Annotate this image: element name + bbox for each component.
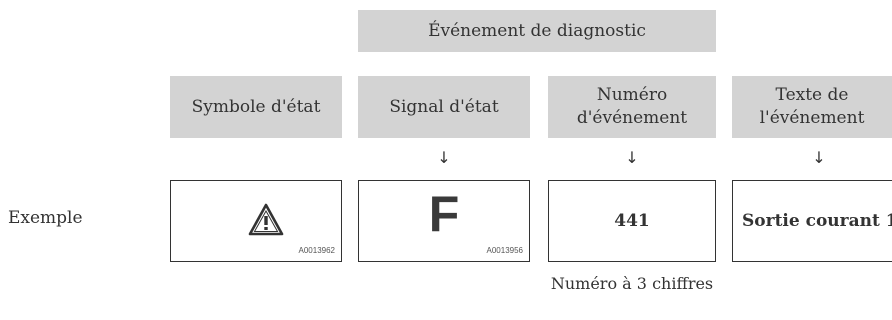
diagnostic-event-header: Événement de diagnostic — [358, 10, 716, 52]
column-header-event-text: Texte de l'événement — [732, 76, 892, 138]
example-event-text: Sortie courant 1 — [732, 180, 892, 262]
example-event-number: 441 — [548, 180, 716, 262]
column-label-event-number: Numéro d'événement — [576, 85, 688, 128]
column-header-event-number: Numéro d'événement — [548, 76, 716, 138]
arrow-down-icon: ↓ — [437, 148, 451, 167]
arrow-down-icon: ↓ — [812, 148, 826, 167]
warning-triangle-icon — [248, 203, 284, 236]
status-signal-letter: F — [428, 186, 460, 242]
diagnostic-event-title: Événement de diagnostic — [428, 20, 646, 41]
arrow-down-icon: ↓ — [625, 148, 639, 167]
event-text-value: Sortie courant 1 — [742, 211, 892, 231]
column-label-event-text: Texte de l'événement — [759, 85, 865, 128]
column-header-status-signal: Signal d'état — [358, 76, 530, 138]
image-code-label: A0013956 — [486, 246, 523, 255]
event-number-value: 441 — [614, 211, 650, 231]
event-number-note: Numéro à 3 chiffres — [550, 274, 714, 293]
column-label-status-signal: Signal d'état — [389, 96, 499, 117]
example-row-label: Exemple — [8, 208, 83, 228]
image-code-label: A0013962 — [298, 246, 335, 255]
column-header-status-symbol: Symbole d'état — [170, 76, 342, 138]
example-status-signal: F A0013956 — [358, 180, 530, 262]
example-status-symbol: A0013962 — [170, 180, 342, 262]
column-label-status-symbol: Symbole d'état — [191, 96, 321, 117]
